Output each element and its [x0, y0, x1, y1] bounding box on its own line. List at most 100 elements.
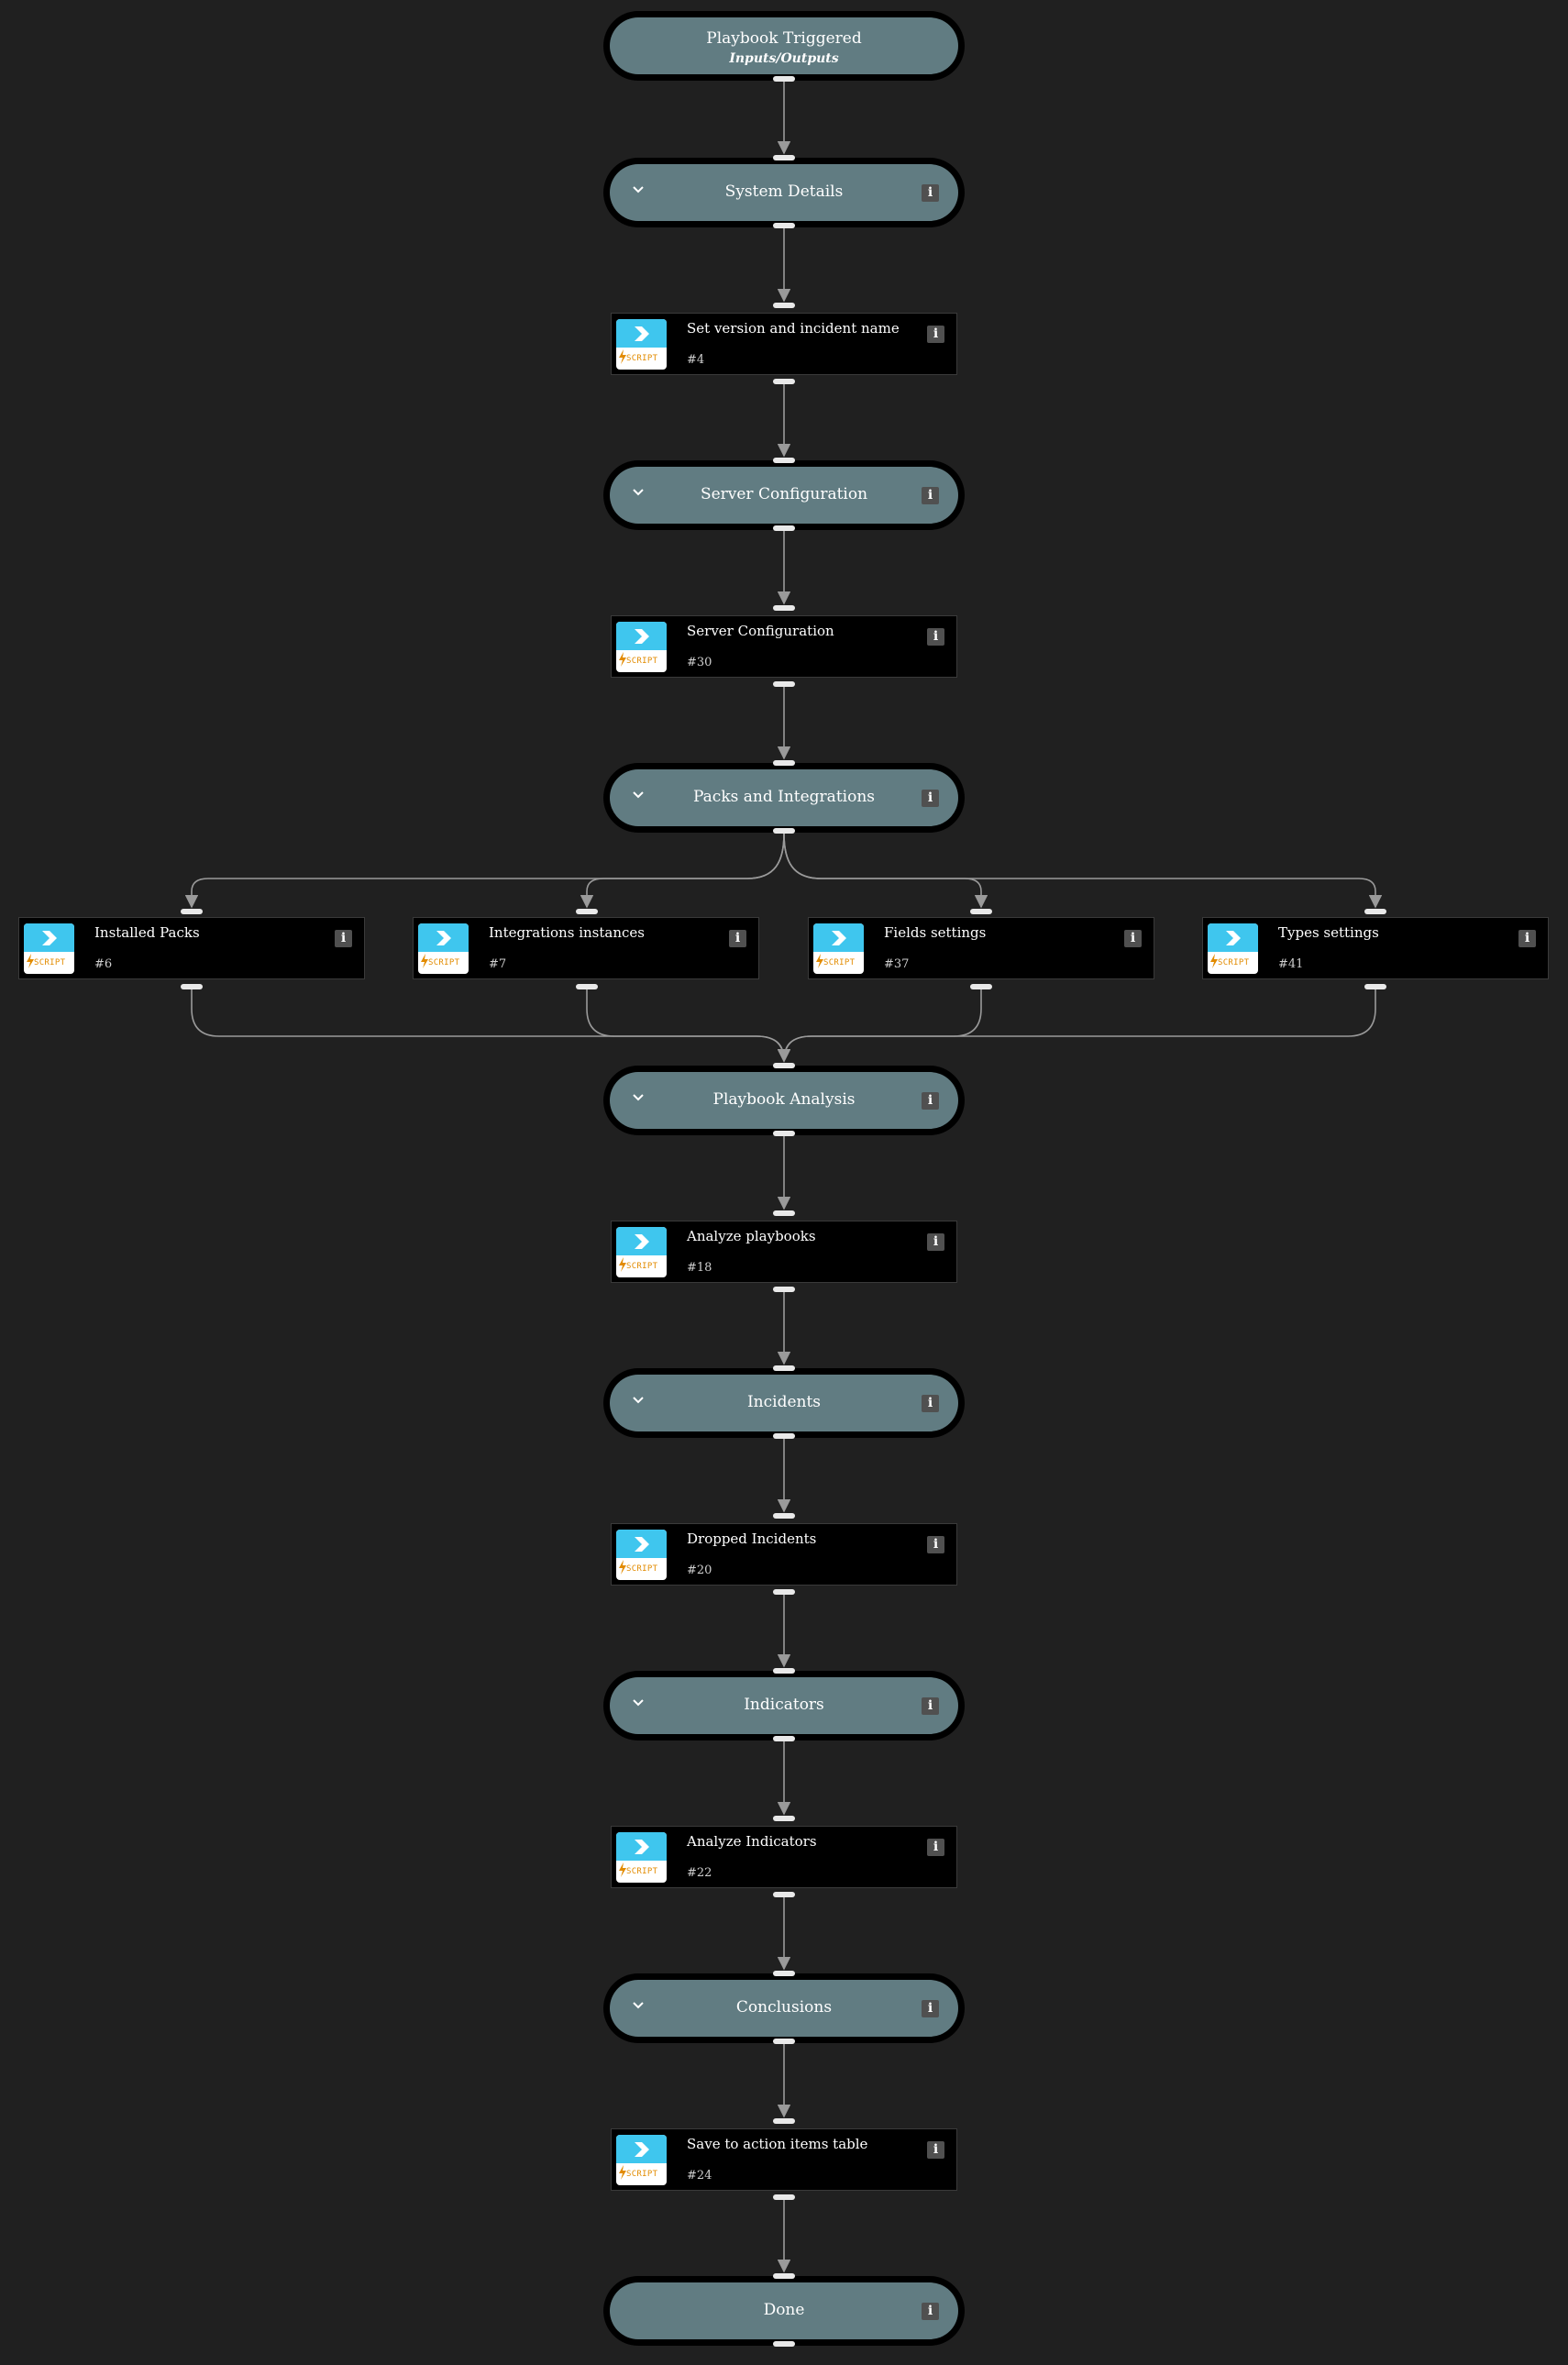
- task-server-configuration[interactable]: SCRIPT Server Configuration #30 i: [611, 615, 957, 678]
- chevron-down-icon[interactable]: [632, 789, 645, 801]
- input-port[interactable]: [773, 2273, 795, 2279]
- flow-arrow: [586, 989, 791, 1063]
- script-icon: SCRIPT: [813, 923, 864, 974]
- info-icon[interactable]: i: [927, 326, 944, 343]
- output-port[interactable]: [576, 984, 598, 989]
- section-conclusions[interactable]: Conclusions i: [603, 1973, 965, 2043]
- info-icon[interactable]: i: [729, 930, 746, 947]
- info-icon[interactable]: i: [922, 2000, 939, 2017]
- task-name: Dropped Incidents: [687, 1531, 817, 1547]
- info-icon[interactable]: i: [1124, 930, 1142, 947]
- output-port[interactable]: [773, 1892, 795, 1897]
- output-port[interactable]: [773, 525, 795, 531]
- task-types-settings[interactable]: SCRIPT Types settings #41 i: [1202, 917, 1549, 979]
- input-port[interactable]: [773, 155, 795, 160]
- output-port[interactable]: [773, 1589, 795, 1595]
- input-port[interactable]: [773, 1513, 795, 1519]
- task-id: #30: [687, 656, 712, 669]
- chevron-down-icon[interactable]: [632, 1394, 645, 1407]
- task-name: Server Configuration: [687, 623, 834, 639]
- output-port[interactable]: [773, 2341, 795, 2347]
- section-system-details[interactable]: System Details i: [603, 158, 965, 227]
- section-server-configuration[interactable]: Server Configuration i: [603, 460, 965, 530]
- task-dropped-incidents[interactable]: SCRIPT Dropped Incidents #20 i: [611, 1523, 957, 1586]
- output-port[interactable]: [773, 681, 795, 687]
- task-save-action-items[interactable]: SCRIPT Save to action items table #24 i: [611, 2128, 957, 2191]
- task-name: Analyze playbooks: [687, 1228, 816, 1244]
- input-port[interactable]: [773, 2118, 795, 2124]
- output-port[interactable]: [773, 1287, 795, 1292]
- task-name: Fields settings: [884, 924, 987, 941]
- node-body: Packs and Integrations i: [610, 769, 958, 826]
- task-integrations-instances[interactable]: SCRIPT Integrations instances #7 i: [413, 917, 759, 979]
- info-icon[interactable]: i: [922, 1395, 939, 1412]
- output-port[interactable]: [773, 76, 795, 82]
- task-analyze-playbooks[interactable]: SCRIPT Analyze playbooks #18 i: [611, 1221, 957, 1283]
- section-packs-and-integrations[interactable]: Packs and Integrations i: [603, 763, 965, 833]
- section-done[interactable]: Done i: [603, 2276, 965, 2346]
- input-port[interactable]: [773, 1971, 795, 1976]
- input-port[interactable]: [773, 1668, 795, 1674]
- output-port[interactable]: [1364, 984, 1386, 989]
- output-port[interactable]: [773, 1433, 795, 1439]
- output-port[interactable]: [773, 2194, 795, 2200]
- script-label: SCRIPT: [626, 1564, 658, 1574]
- input-port[interactable]: [773, 1210, 795, 1216]
- info-icon[interactable]: i: [922, 790, 939, 807]
- chevron-down-icon[interactable]: [632, 1999, 645, 2012]
- info-icon[interactable]: i: [927, 2141, 944, 2159]
- node-body: Indicators i: [610, 1677, 958, 1734]
- task-fields-settings[interactable]: SCRIPT Fields settings #37 i: [808, 917, 1154, 979]
- input-port[interactable]: [773, 605, 795, 611]
- output-port[interactable]: [773, 1131, 795, 1136]
- info-icon[interactable]: i: [927, 1839, 944, 1856]
- section-incidents[interactable]: Incidents i: [603, 1368, 965, 1438]
- info-icon[interactable]: i: [922, 1697, 939, 1715]
- script-label: SCRIPT: [1218, 958, 1250, 967]
- info-icon[interactable]: i: [922, 2303, 939, 2320]
- info-icon[interactable]: i: [922, 1092, 939, 1110]
- task-id: #7: [489, 957, 507, 971]
- script-label: SCRIPT: [626, 354, 658, 363]
- info-icon[interactable]: i: [927, 628, 944, 646]
- input-port[interactable]: [773, 1063, 795, 1068]
- info-icon[interactable]: i: [922, 487, 939, 504]
- input-port[interactable]: [773, 760, 795, 766]
- section-indicators[interactable]: Indicators i: [603, 1671, 965, 1741]
- output-port[interactable]: [181, 984, 203, 989]
- task-id: #6: [94, 957, 113, 971]
- chevron-down-icon[interactable]: [632, 486, 645, 499]
- output-port[interactable]: [970, 984, 992, 989]
- input-port[interactable]: [1364, 909, 1386, 914]
- task-analyze-indicators[interactable]: SCRIPT Analyze Indicators #22 i: [611, 1826, 957, 1888]
- input-port[interactable]: [181, 909, 203, 914]
- output-port[interactable]: [773, 2039, 795, 2044]
- chevron-down-icon[interactable]: [632, 183, 645, 196]
- task-installed-packs[interactable]: SCRIPT Installed Packs #6 i: [18, 917, 365, 979]
- chevron-down-icon[interactable]: [632, 1696, 645, 1709]
- input-port[interactable]: [773, 1365, 795, 1371]
- output-port[interactable]: [773, 223, 795, 228]
- output-port[interactable]: [773, 828, 795, 834]
- chevron-down-icon[interactable]: [632, 1091, 645, 1104]
- section-title: Server Configuration: [700, 485, 868, 503]
- info-icon[interactable]: i: [927, 1233, 944, 1251]
- input-port[interactable]: [773, 303, 795, 308]
- info-icon[interactable]: i: [927, 1536, 944, 1553]
- task-set-version[interactable]: SCRIPT Set version and incident name #4 …: [611, 313, 957, 375]
- input-port[interactable]: [773, 458, 795, 463]
- flow-arrow: [783, 833, 1383, 909]
- info-icon[interactable]: i: [335, 930, 352, 947]
- input-port[interactable]: [773, 1816, 795, 1821]
- section-playbook-analysis[interactable]: Playbook Analysis i: [603, 1066, 965, 1135]
- script-label: SCRIPT: [626, 1262, 658, 1271]
- output-port[interactable]: [773, 379, 795, 384]
- info-icon[interactable]: i: [922, 184, 939, 202]
- input-port[interactable]: [576, 909, 598, 914]
- info-icon[interactable]: i: [1518, 930, 1536, 947]
- playbook-triggered-node[interactable]: Playbook Triggered Inputs/Outputs: [603, 11, 965, 81]
- input-port[interactable]: [970, 909, 992, 914]
- inputs-outputs-link[interactable]: Inputs/Outputs: [729, 51, 839, 66]
- node-body: System Details i: [610, 164, 958, 221]
- output-port[interactable]: [773, 1736, 795, 1741]
